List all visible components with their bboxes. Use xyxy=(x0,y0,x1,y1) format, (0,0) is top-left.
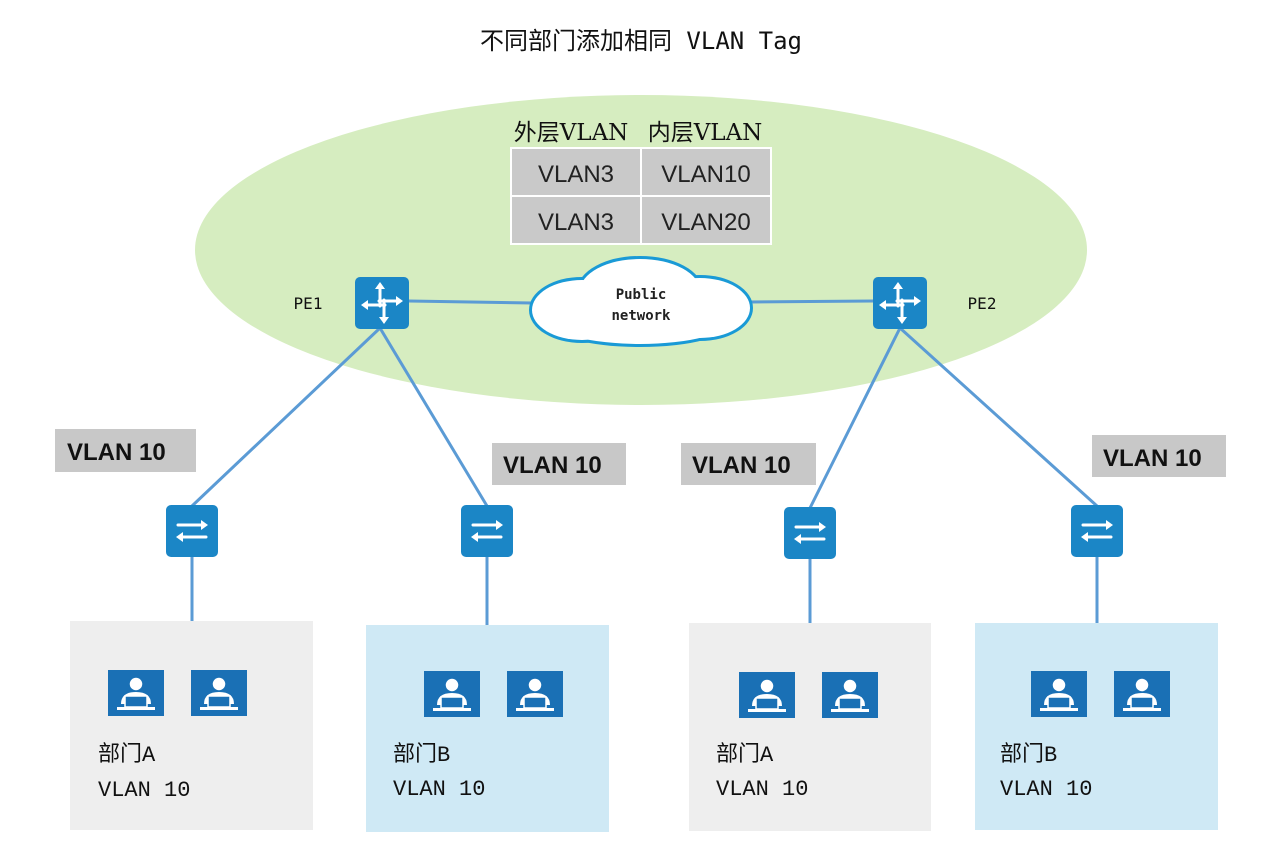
link-cloud-pe2 xyxy=(749,299,874,304)
switch-icon xyxy=(1071,505,1123,557)
user-laptop-icon xyxy=(191,670,247,716)
access-vlan-tag: VLAN 10 xyxy=(492,443,626,485)
department-vlan: VLAN 10 xyxy=(98,778,190,803)
access-vlan-tag: VLAN 10 xyxy=(1092,435,1226,477)
table-cell-bg xyxy=(510,195,642,245)
department-area: 部门A VLAN 10 xyxy=(689,623,931,831)
access-vlan-label: VLAN 10 xyxy=(692,452,791,479)
table-cell-outer-1: VLAN3 xyxy=(538,161,614,188)
user-laptop-icon xyxy=(507,671,563,717)
switch-icon xyxy=(461,505,513,557)
pe1-label: PE1 xyxy=(294,294,323,313)
department-area: 部门B VLAN 10 xyxy=(366,625,609,832)
user-laptop-icon xyxy=(739,672,795,718)
user-laptop-icon xyxy=(1114,671,1170,717)
link-pe1-switch-2 xyxy=(378,327,489,507)
link-pe1-cloud xyxy=(408,299,533,305)
backbone-area xyxy=(195,95,1087,405)
table-cell-inner-1: VLAN10 xyxy=(661,161,750,188)
access-vlan-label: VLAN 10 xyxy=(67,439,166,466)
department-name: 部门B xyxy=(393,742,450,768)
pe2-label: PE2 xyxy=(968,294,997,313)
access-vlan-label: VLAN 10 xyxy=(503,452,602,479)
user-laptop-icon xyxy=(822,672,878,718)
department-name: 部门A xyxy=(716,742,774,768)
cloud-icon: Public network xyxy=(529,256,753,347)
switch-icon xyxy=(784,507,836,559)
link-pe2-switch-3 xyxy=(808,327,902,509)
cloud-label-line-1: Public xyxy=(616,287,667,303)
table-header-inner-vlan: 内层VLAN xyxy=(648,120,763,146)
link-pe1-switch-1 xyxy=(190,326,382,508)
cloud-label-line-2: network xyxy=(611,308,671,324)
department-area: 部门B VLAN 10 xyxy=(975,623,1218,830)
department-vlan: VLAN 10 xyxy=(716,777,808,802)
vlan-mapping-table: 外层VLAN 内层VLAN VLAN3 VLAN10 VLAN3 VLAN20 xyxy=(510,120,772,245)
table-header-outer-vlan: 外层VLAN xyxy=(514,120,629,146)
department-name: 部门A xyxy=(98,742,156,768)
department-name: 部门B xyxy=(1000,742,1057,768)
table-cell-inner-2: VLAN20 xyxy=(661,209,750,236)
access-vlan-tag: VLAN 10 xyxy=(681,443,816,485)
department-vlan: VLAN 10 xyxy=(1000,777,1092,802)
user-laptop-icon xyxy=(108,670,164,716)
links xyxy=(190,299,1099,626)
link-pe2-switch-4 xyxy=(898,326,1099,508)
router-icon xyxy=(355,277,409,329)
router-icon xyxy=(873,277,927,329)
access-vlan-tag: VLAN 10 xyxy=(55,429,196,472)
switch-icon xyxy=(166,505,218,557)
department-vlan: VLAN 10 xyxy=(393,777,485,802)
table-cell-bg xyxy=(640,195,772,245)
diagram-title: 不同部门添加相同 VLAN Tag xyxy=(480,27,802,55)
user-laptop-icon xyxy=(1031,671,1087,717)
department-area: 部门A VLAN 10 xyxy=(70,621,313,830)
table-cell-outer-2: VLAN3 xyxy=(538,209,614,236)
access-vlan-label: VLAN 10 xyxy=(1103,445,1202,472)
user-laptop-icon xyxy=(424,671,480,717)
